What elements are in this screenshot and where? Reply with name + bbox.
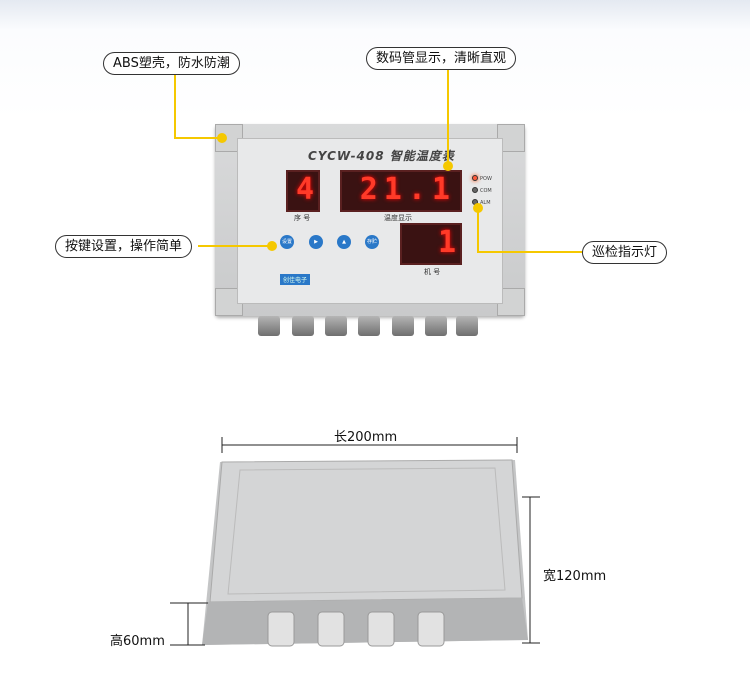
led-pow xyxy=(472,175,478,181)
led-label: POW xyxy=(480,176,492,182)
unit-number-display: 1 xyxy=(400,223,462,265)
model-label: CYCW-408 智能温度表 xyxy=(308,149,455,163)
cable-gland xyxy=(392,316,414,336)
led-com xyxy=(472,187,478,193)
led-label: ALM xyxy=(480,200,491,206)
right-button[interactable]: ▶ xyxy=(309,235,323,249)
up-button[interactable]: ▲ xyxy=(337,235,351,249)
width-dimension: 宽120mm xyxy=(543,569,607,584)
set-button[interactable]: 设置 xyxy=(280,235,294,249)
callout-housing: ABS塑壳，防水防潮 xyxy=(103,52,240,75)
brand-label: 创佳电子 xyxy=(280,274,311,285)
serial-display: 4 xyxy=(286,170,320,212)
serial-label: 序 号 xyxy=(294,214,311,222)
cable-gland xyxy=(358,316,380,336)
device-front-view: CYCW-408 智能温度表 4 序 号 21.1 温度显示 1 机 号 POW… xyxy=(215,124,525,316)
length-dimension: 长200mm xyxy=(334,430,398,445)
unit-number-label: 机 号 xyxy=(424,268,441,276)
cable-gland xyxy=(456,316,478,336)
temperature-display: 21.1 xyxy=(340,170,462,212)
led-label: COM xyxy=(480,188,492,194)
cable-gland xyxy=(325,316,347,336)
callout-indicator: 巡检指示灯 xyxy=(582,241,668,264)
cable-gland xyxy=(258,316,280,336)
cable-gland xyxy=(292,316,314,336)
callout-buttons: 按键设置，操作简单 xyxy=(55,235,193,258)
front-panel: CYCW-408 智能温度表 4 序 号 21.1 温度显示 1 机 号 POW… xyxy=(237,138,503,304)
callout-display: 数码管显示，清晰直观 xyxy=(366,47,517,70)
cable-gland xyxy=(425,316,447,336)
save-button[interactable]: 存贮 xyxy=(365,235,379,249)
height-dimension: 高60mm xyxy=(110,634,165,649)
temperature-label: 温度显示 xyxy=(384,214,412,222)
